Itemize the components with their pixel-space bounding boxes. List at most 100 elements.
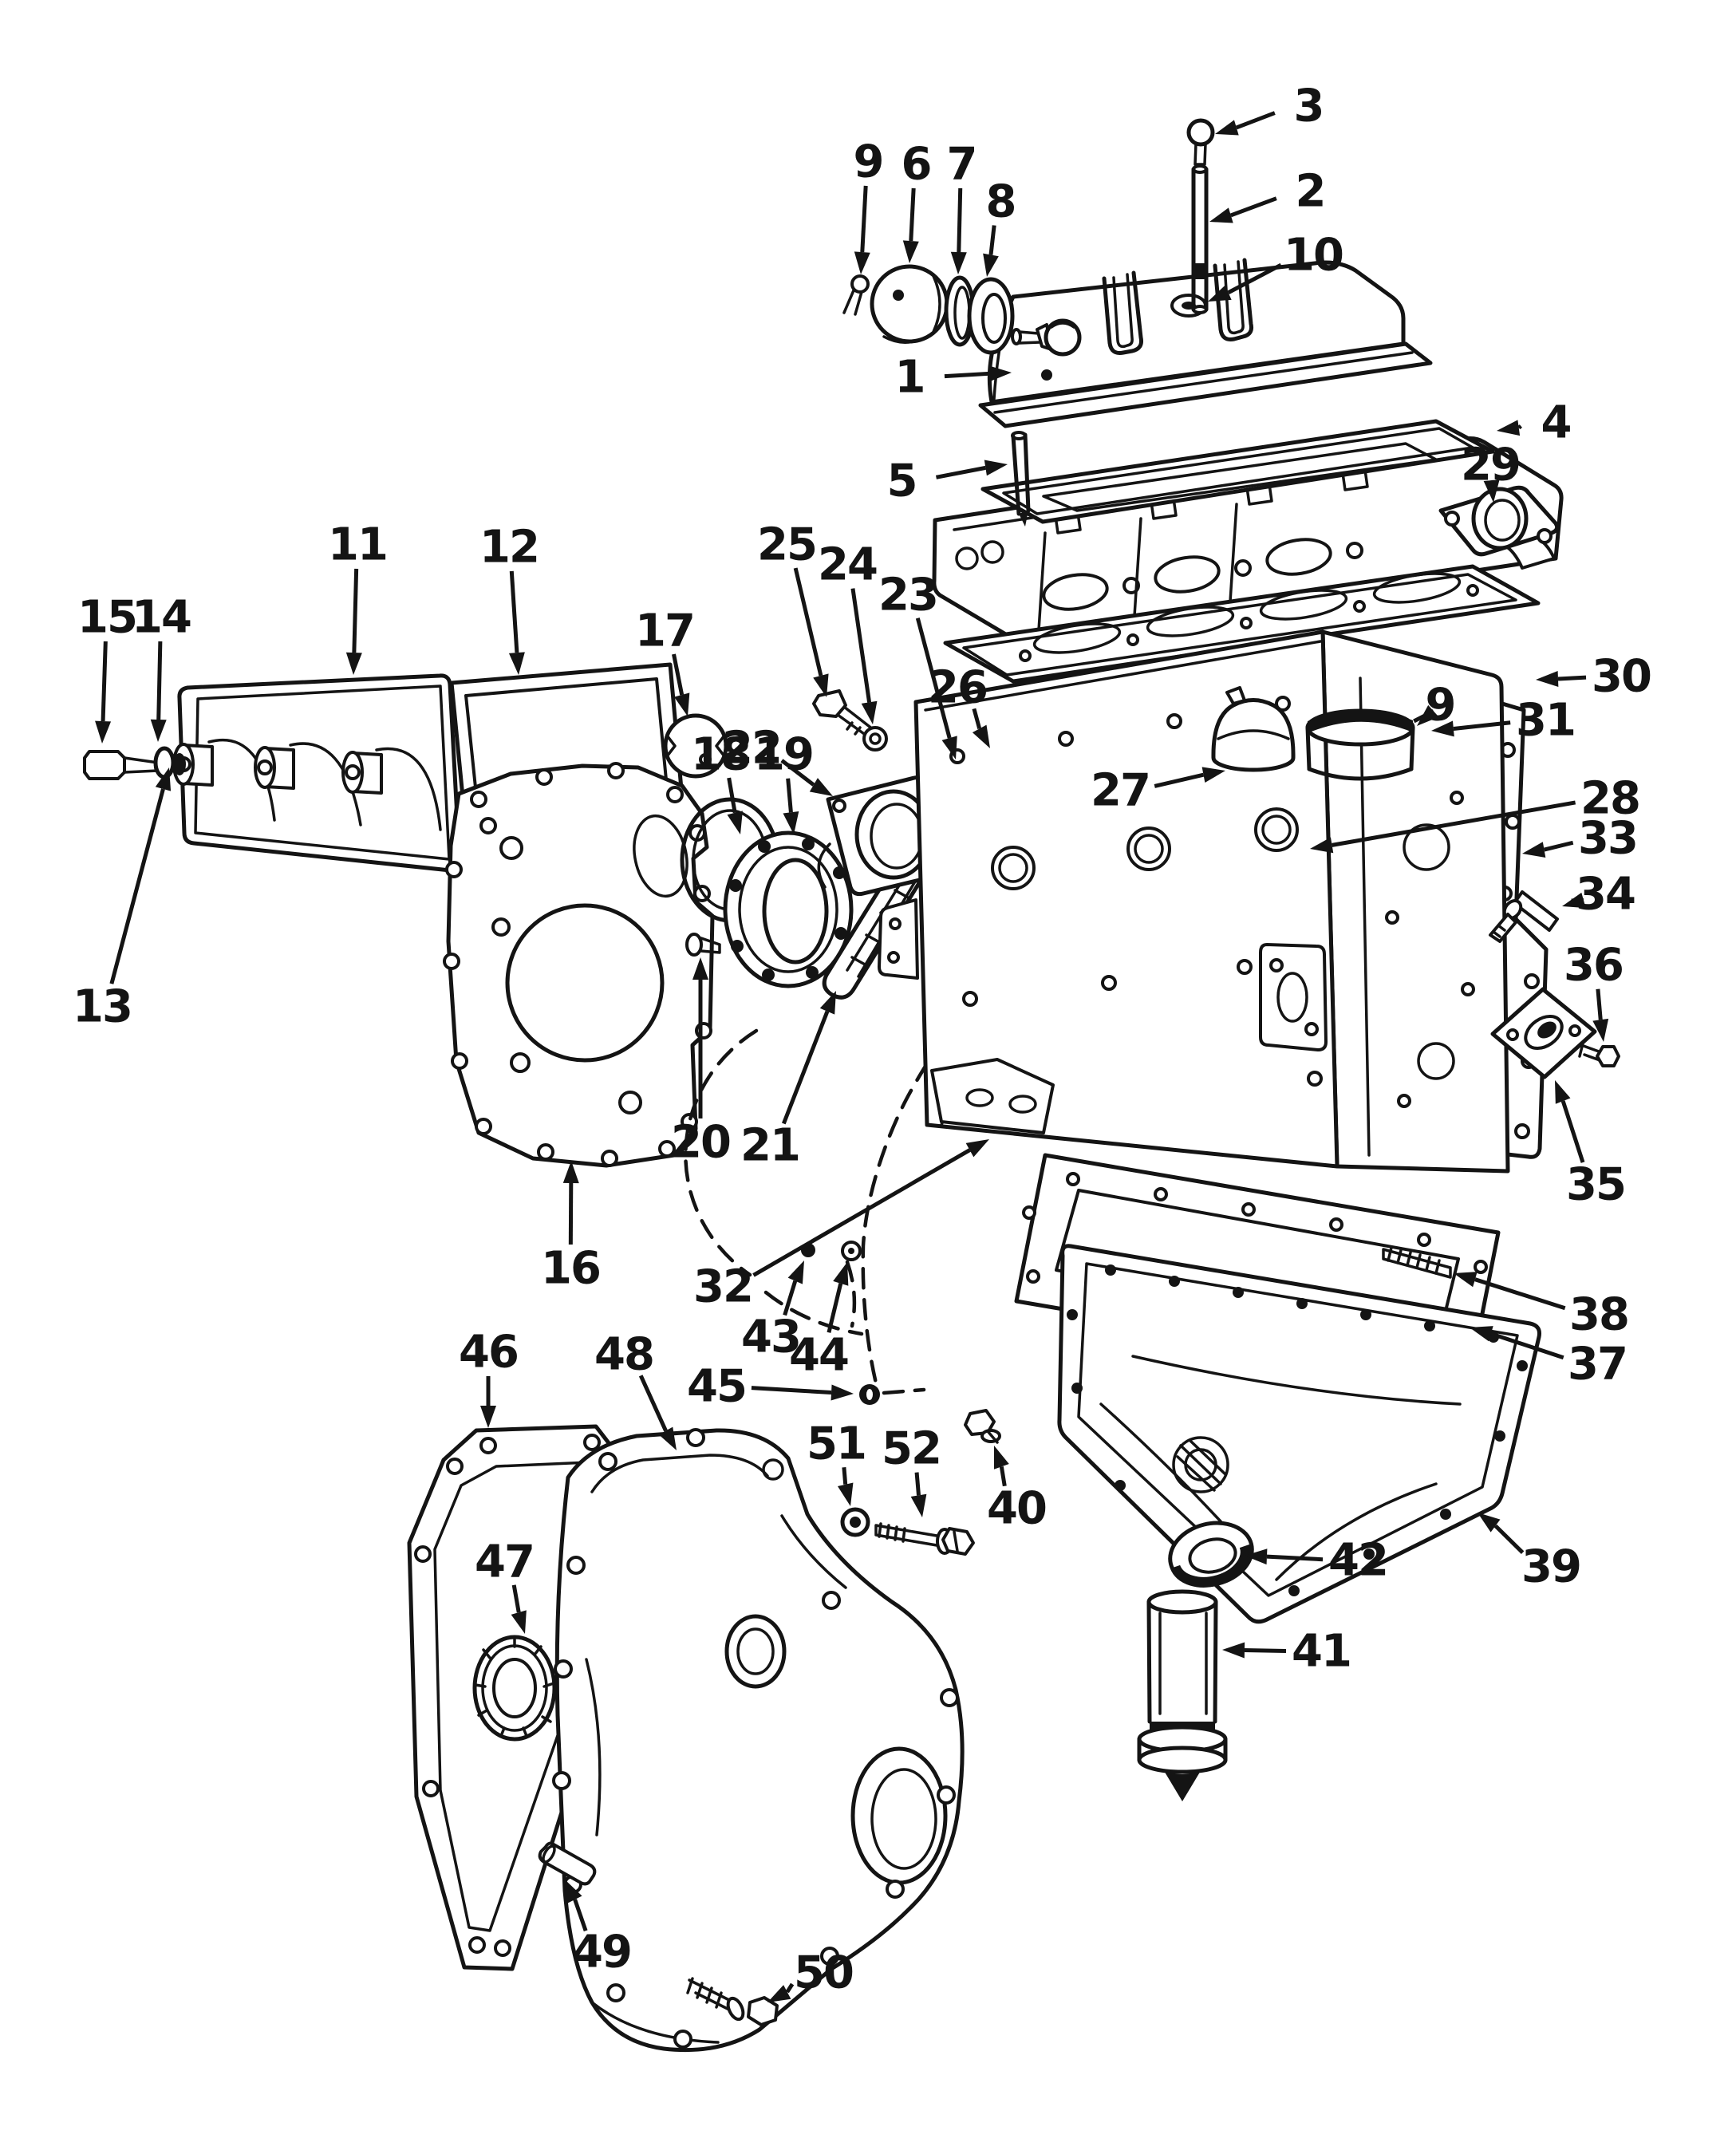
- valve-cover-gasket: [980, 419, 1495, 524]
- front-seal: [472, 1635, 557, 1742]
- callout-leader-11: [352, 568, 359, 653]
- callout-label-47: 47: [475, 1537, 534, 1588]
- callout-label-35: 35: [1566, 1159, 1625, 1211]
- front-adapter-plate: [443, 762, 715, 1168]
- callout-leader-13: [109, 788, 165, 984]
- callout-label-52: 52: [882, 1423, 941, 1475]
- callout-arrowhead-1: [988, 365, 1012, 382]
- callout-label-1: 1: [895, 352, 925, 404]
- callout-arrowhead-11: [345, 652, 362, 675]
- cap-seal-ring: [967, 277, 1015, 355]
- oil-pan: [1057, 1244, 1541, 1624]
- callout-label-3: 3: [1294, 81, 1324, 132]
- callout-label-6: 6: [902, 139, 931, 191]
- callout-arrowhead-23: [941, 736, 957, 759]
- callout-label-17: 17: [635, 606, 694, 657]
- callout-label-4: 4: [1541, 397, 1571, 449]
- cylinder-sleeve-and-rings: [1305, 708, 1415, 781]
- callout-leader-25: [793, 567, 823, 677]
- callout-leader-5: [935, 465, 986, 479]
- head-gasket: [943, 564, 1541, 684]
- round-cover-plate: [663, 713, 728, 779]
- callout-label-34: 34: [1576, 869, 1635, 921]
- callout-arrowhead-28: [1310, 837, 1334, 854]
- fuel-pump-plate: [1490, 987, 1597, 1079]
- callout-label-24: 24: [818, 539, 877, 591]
- oil-pressure-sender: [1489, 890, 1559, 943]
- callout-label-38: 38: [1569, 1289, 1628, 1341]
- callout-arrowhead-31: [1431, 720, 1454, 737]
- callout-leader-32: [752, 1148, 971, 1277]
- callout-label-41: 41: [1292, 1626, 1351, 1678]
- cover-stud: [1191, 164, 1209, 314]
- callout-arrowhead-6: [902, 240, 919, 263]
- cover-wing-bolt: [1011, 318, 1082, 357]
- callout-leader-19: [786, 778, 793, 813]
- callout-label-49: 49: [572, 1927, 631, 1978]
- callout-arrowhead-25: [813, 673, 829, 697]
- valve-cover: [978, 258, 1433, 428]
- oil-filter: [1137, 1589, 1228, 1801]
- filler-cap-cotter-pin: [842, 274, 870, 316]
- side-cover-plate: [172, 673, 462, 873]
- callout-leader-3: [1235, 111, 1276, 130]
- callout-label-33: 33: [1578, 813, 1637, 865]
- callout-leader-9a: [860, 185, 868, 253]
- callout-arrowhead-40: [993, 1446, 1009, 1470]
- callout-arrowhead-21: [819, 991, 836, 1015]
- callout-arrowhead-46: [480, 1406, 496, 1428]
- callout-label-11: 11: [328, 519, 387, 571]
- callout-arrowhead-37: [1470, 1326, 1493, 1342]
- callout-arrowhead-39: [1478, 1513, 1501, 1533]
- callout-leader-50: [785, 1982, 795, 1994]
- callout-label-46: 46: [459, 1327, 518, 1379]
- callout-leader-38: [1474, 1277, 1566, 1311]
- callout-arrowhead-33: [1522, 842, 1546, 858]
- callout-label-45: 45: [687, 1361, 746, 1413]
- callout-arrowhead-30: [1536, 670, 1559, 687]
- callout-label-7: 7: [947, 139, 977, 191]
- callout-leader-2: [1229, 196, 1277, 218]
- callout-arrowhead-42: [1245, 1548, 1268, 1565]
- callout-label-23: 23: [878, 570, 937, 621]
- callout-arrowhead-35: [1555, 1080, 1571, 1104]
- callout-label-51: 51: [807, 1418, 866, 1470]
- callout-label-21: 21: [740, 1120, 799, 1172]
- dowel-pin: [538, 1841, 597, 1886]
- pipe-plug: [859, 1384, 926, 1405]
- callout-arrowhead-34: [1562, 892, 1586, 909]
- callout-arrowhead-13: [155, 767, 172, 791]
- callout-label-43: 43: [741, 1312, 800, 1363]
- hidden-housing-arc: [684, 1028, 759, 1277]
- callout-leader-4: [1517, 424, 1523, 430]
- callout-arrowhead-24: [861, 700, 878, 724]
- callout-label-2: 2: [1296, 166, 1325, 218]
- callout-label-44: 44: [789, 1330, 848, 1382]
- callout-label-20: 20: [671, 1117, 730, 1169]
- callout-arrowhead-51: [837, 1482, 854, 1506]
- callout-leader-43: [783, 1280, 798, 1316]
- cover-boss-2: [254, 746, 295, 790]
- callout-arrowhead-9a: [854, 251, 870, 274]
- callout-arrowhead-29: [1483, 479, 1500, 503]
- long-stud: [1011, 431, 1031, 527]
- callout-arrowhead-20: [692, 957, 708, 980]
- callout-arrowhead-49: [565, 1880, 582, 1903]
- callout-leader-45: [751, 1386, 832, 1395]
- callout-label-9a: 9: [854, 136, 883, 188]
- callout-leader-6: [909, 187, 916, 242]
- callout-leader-27: [1154, 772, 1205, 788]
- callout-leader-33: [1543, 840, 1574, 852]
- callout-label-27: 27: [1091, 765, 1150, 817]
- callout-leader-12: [509, 570, 519, 653]
- callout-leader-17: [672, 653, 685, 696]
- callout-arrowhead-8: [983, 253, 999, 277]
- callout-label-10: 10: [1284, 230, 1343, 282]
- callout-arrowhead-19: [783, 811, 799, 834]
- callout-leader-42: [1266, 1554, 1324, 1562]
- water-outlet-elbow: [1438, 485, 1560, 570]
- callout-label-18: 18: [691, 729, 750, 781]
- side-cover-bolt: [83, 750, 164, 780]
- callout-arrowhead-3: [1215, 120, 1239, 136]
- callout-leader-18: [727, 777, 737, 814]
